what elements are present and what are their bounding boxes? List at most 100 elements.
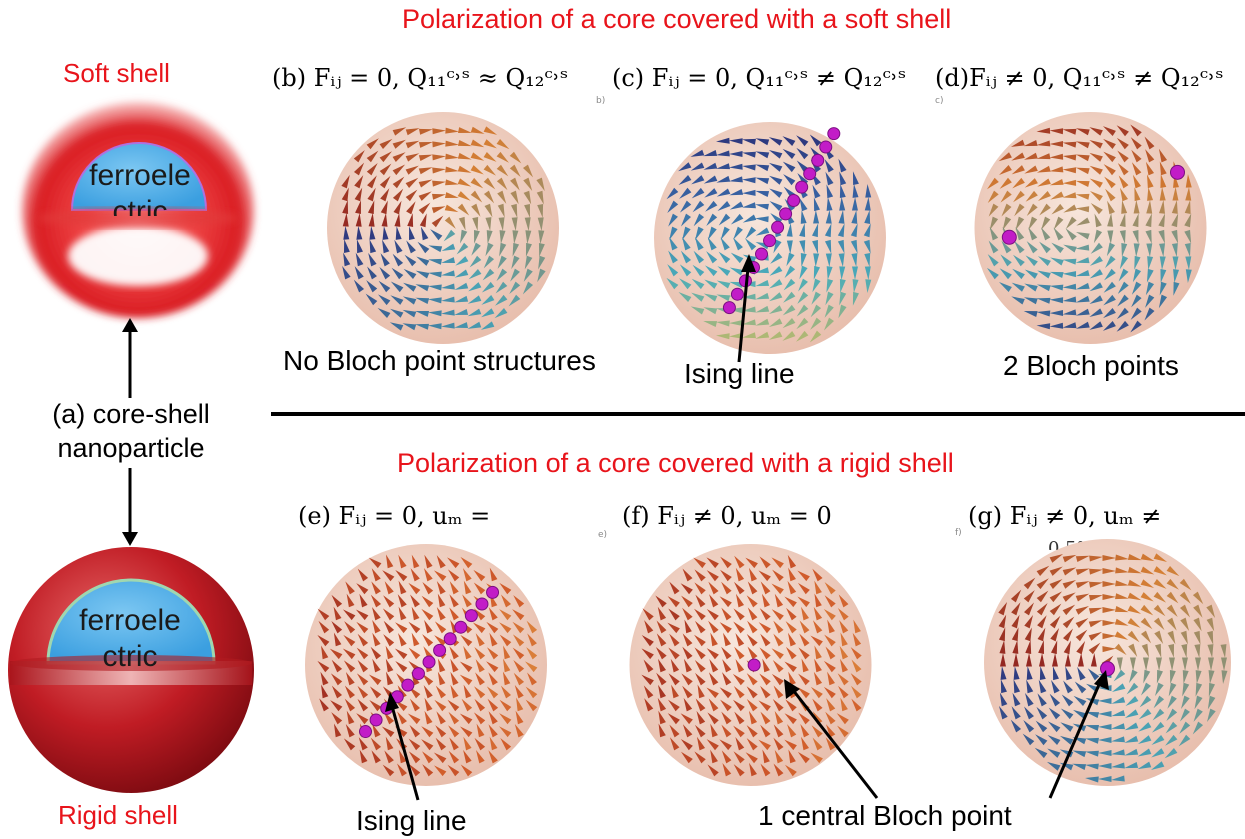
polarization-arrow xyxy=(644,620,654,634)
polarization-arrow xyxy=(483,139,497,149)
polarization-arrow xyxy=(428,258,442,265)
polarization-arrow xyxy=(422,581,434,595)
polarization-arrow xyxy=(512,621,525,634)
polarization-arrow xyxy=(719,596,732,608)
polarization-arrow xyxy=(1089,256,1103,266)
polarization-arrow xyxy=(1098,737,1112,744)
polarization-arrow xyxy=(1000,254,1012,267)
polarization-arrow xyxy=(463,580,472,595)
polarization-arrow xyxy=(735,658,745,673)
polarization-arrow xyxy=(706,648,719,660)
polarization-arrow xyxy=(1088,594,1103,601)
polarization-arrow xyxy=(1060,722,1074,732)
polarization-arrow xyxy=(1011,614,1020,629)
polarization-arrow xyxy=(420,226,429,241)
polarization-arrow xyxy=(1184,213,1192,228)
polarization-arrow xyxy=(1001,203,1012,217)
polarization-arrow xyxy=(1171,200,1178,214)
polarization-arrow xyxy=(382,570,395,582)
polarization-arrow xyxy=(669,226,678,241)
polarization-arrow xyxy=(1036,602,1048,616)
polarization-arrow xyxy=(499,242,507,257)
polarization-arrow xyxy=(472,217,479,231)
polarization-arrow xyxy=(499,699,512,712)
polarization-arrow xyxy=(1026,666,1033,680)
polarization-arrow xyxy=(1140,617,1153,630)
polarization-arrow xyxy=(1089,165,1103,175)
bloch-point-marker xyxy=(369,713,383,727)
polarization-arrow xyxy=(379,266,391,280)
polarization-arrow xyxy=(742,189,756,196)
polarization-arrow xyxy=(355,252,364,267)
polarization-arrow xyxy=(710,723,718,738)
polarization-arrow xyxy=(449,737,459,751)
polarization-arrow xyxy=(1154,630,1164,645)
polarization-arrow xyxy=(680,738,693,751)
polarization-arrow xyxy=(410,594,420,608)
polarization-arrow xyxy=(1147,256,1154,270)
polarization-arrow xyxy=(370,646,382,660)
polarization-arrow xyxy=(458,216,466,231)
polarization-arrow xyxy=(708,698,719,712)
polarization-arrow xyxy=(695,594,706,608)
polarization-arrow xyxy=(1155,682,1164,697)
polarization-arrow xyxy=(771,557,784,569)
polarization-arrow xyxy=(384,750,394,764)
polarization-arrow xyxy=(826,698,836,712)
polarization-arrow xyxy=(366,280,378,293)
bloch-point-marker xyxy=(730,287,744,301)
polarization-arrow xyxy=(383,595,395,608)
polarization-arrow xyxy=(342,213,349,227)
polarization-arrow xyxy=(681,673,693,686)
polarization-arrow xyxy=(1111,696,1126,704)
polarization-arrow xyxy=(1140,553,1155,562)
polarization-arrow xyxy=(511,217,518,231)
polarization-arrow xyxy=(998,601,1008,616)
polarization-arrow xyxy=(1138,708,1152,720)
polarization-arrow xyxy=(1089,140,1103,149)
polarization-arrow xyxy=(1168,643,1175,658)
polarization-arrow xyxy=(369,699,382,712)
polarization-arrow xyxy=(1048,721,1061,733)
polarization-arrow xyxy=(1049,271,1064,278)
polarization-arrow xyxy=(526,647,538,660)
polarization-arrow xyxy=(788,671,796,686)
bloch-point-marker xyxy=(827,127,841,141)
polarization-arrow xyxy=(746,634,758,647)
polarization-arrow xyxy=(457,152,472,160)
polarization-arrow xyxy=(734,581,745,595)
bloch-point-marker xyxy=(443,632,457,646)
polarization-arrow xyxy=(785,699,797,712)
polarization-arrow xyxy=(719,687,732,699)
polarization-arrow xyxy=(707,712,719,725)
polarization-arrow xyxy=(459,674,473,686)
polarization-arrow xyxy=(1038,640,1045,655)
polarization-arrow xyxy=(470,165,484,175)
polarization-arrow xyxy=(524,217,531,231)
rigid-core-label: ferroele ctric xyxy=(60,603,200,675)
polarization-arrow xyxy=(1113,669,1126,682)
polarization-arrow xyxy=(1180,617,1190,632)
polarization-arrow xyxy=(1060,708,1074,720)
polarization-arrow xyxy=(721,581,732,595)
polarization-arrow xyxy=(678,174,692,186)
polarization-arrow xyxy=(716,163,730,170)
polarization-arrow xyxy=(434,635,447,647)
polarization-arrow xyxy=(1159,200,1165,214)
polarization-arrow xyxy=(838,304,847,319)
polarization-arrow xyxy=(1153,553,1168,562)
polarization-arrow xyxy=(1051,203,1064,215)
polarization-arrow xyxy=(450,658,459,673)
polarization-arrow xyxy=(986,267,999,280)
polarization-arrow xyxy=(1140,604,1154,616)
bloch-point-marker xyxy=(747,658,761,672)
polarization-arrow xyxy=(1116,307,1129,320)
polarization-arrow xyxy=(536,190,544,205)
polarization-arrow xyxy=(515,710,524,725)
polarization-arrow xyxy=(708,620,719,634)
polarization-arrow xyxy=(784,739,797,751)
polarization-arrow xyxy=(735,737,745,751)
polarization-arrow xyxy=(472,622,486,634)
polarization-arrow xyxy=(852,184,859,198)
polarization-arrow xyxy=(1154,643,1162,658)
